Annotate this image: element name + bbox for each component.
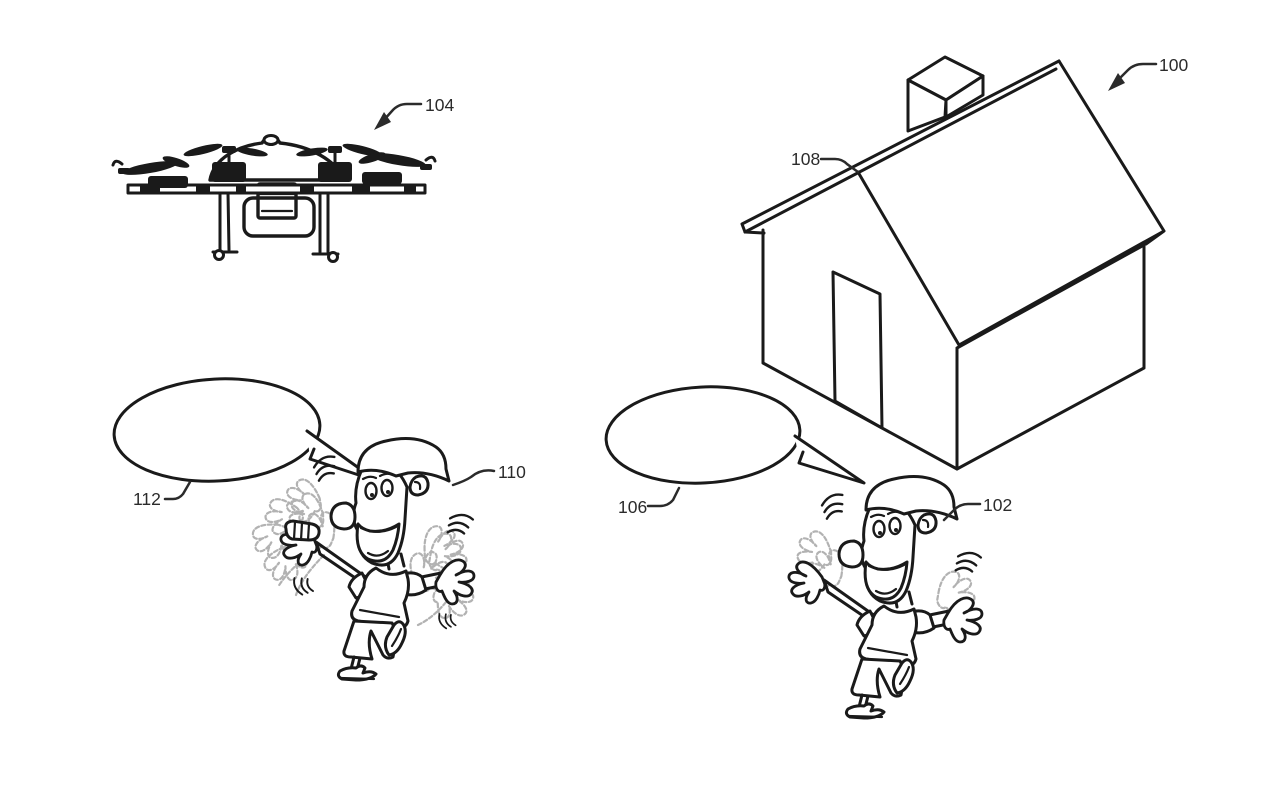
label-100-group: 100 xyxy=(1108,55,1188,91)
speech-bubble-right-oval xyxy=(604,385,802,485)
arrow-100-icon xyxy=(1108,73,1125,91)
house-chimney xyxy=(906,55,985,133)
drone-rotor-inner-right xyxy=(296,143,382,182)
reference-labels: 104 100 108 112 110 106 102 xyxy=(133,55,1188,522)
person-left-illustration xyxy=(244,439,480,680)
label-108-group: 108 xyxy=(791,149,860,174)
drone-rotor-inner-left xyxy=(183,143,268,182)
label-house: 100 xyxy=(1159,55,1188,75)
drone-package-frame xyxy=(242,196,316,238)
person-right-illustration xyxy=(789,477,982,718)
house-illustration xyxy=(740,55,1166,471)
label-110-group: 110 xyxy=(451,462,526,487)
speech-bubble-right xyxy=(604,385,866,485)
drone-rotor-outer-left xyxy=(111,156,190,188)
speech-bubble-left-tail xyxy=(305,429,379,483)
label-uav: 104 xyxy=(425,95,454,115)
label-person-left: 110 xyxy=(498,462,526,482)
drone-rotor-outer-right xyxy=(358,152,437,184)
house-roof-edge xyxy=(740,59,1061,234)
speech-bubble-right-tail xyxy=(793,434,866,485)
person-left-fist xyxy=(284,519,321,542)
speech-bubble-left xyxy=(112,377,379,483)
label-106-group: 106 xyxy=(618,486,681,517)
drone-illustration xyxy=(111,134,437,263)
label-112-group: 112 xyxy=(133,480,192,509)
label-bubble-left: 112 xyxy=(133,489,161,509)
house-door xyxy=(831,270,884,430)
label-102-group: 102 xyxy=(942,495,1012,522)
label-roof: 108 xyxy=(791,149,820,169)
arrow-104-icon xyxy=(374,112,391,130)
house-walls xyxy=(743,228,1146,471)
label-bubble-right: 106 xyxy=(618,497,647,517)
house-roof xyxy=(856,59,1166,347)
drone-landing-legs xyxy=(211,191,340,256)
label-104-group: 104 xyxy=(374,95,454,130)
label-person-right: 102 xyxy=(983,495,1012,515)
speech-bubble-left-oval xyxy=(112,377,322,483)
